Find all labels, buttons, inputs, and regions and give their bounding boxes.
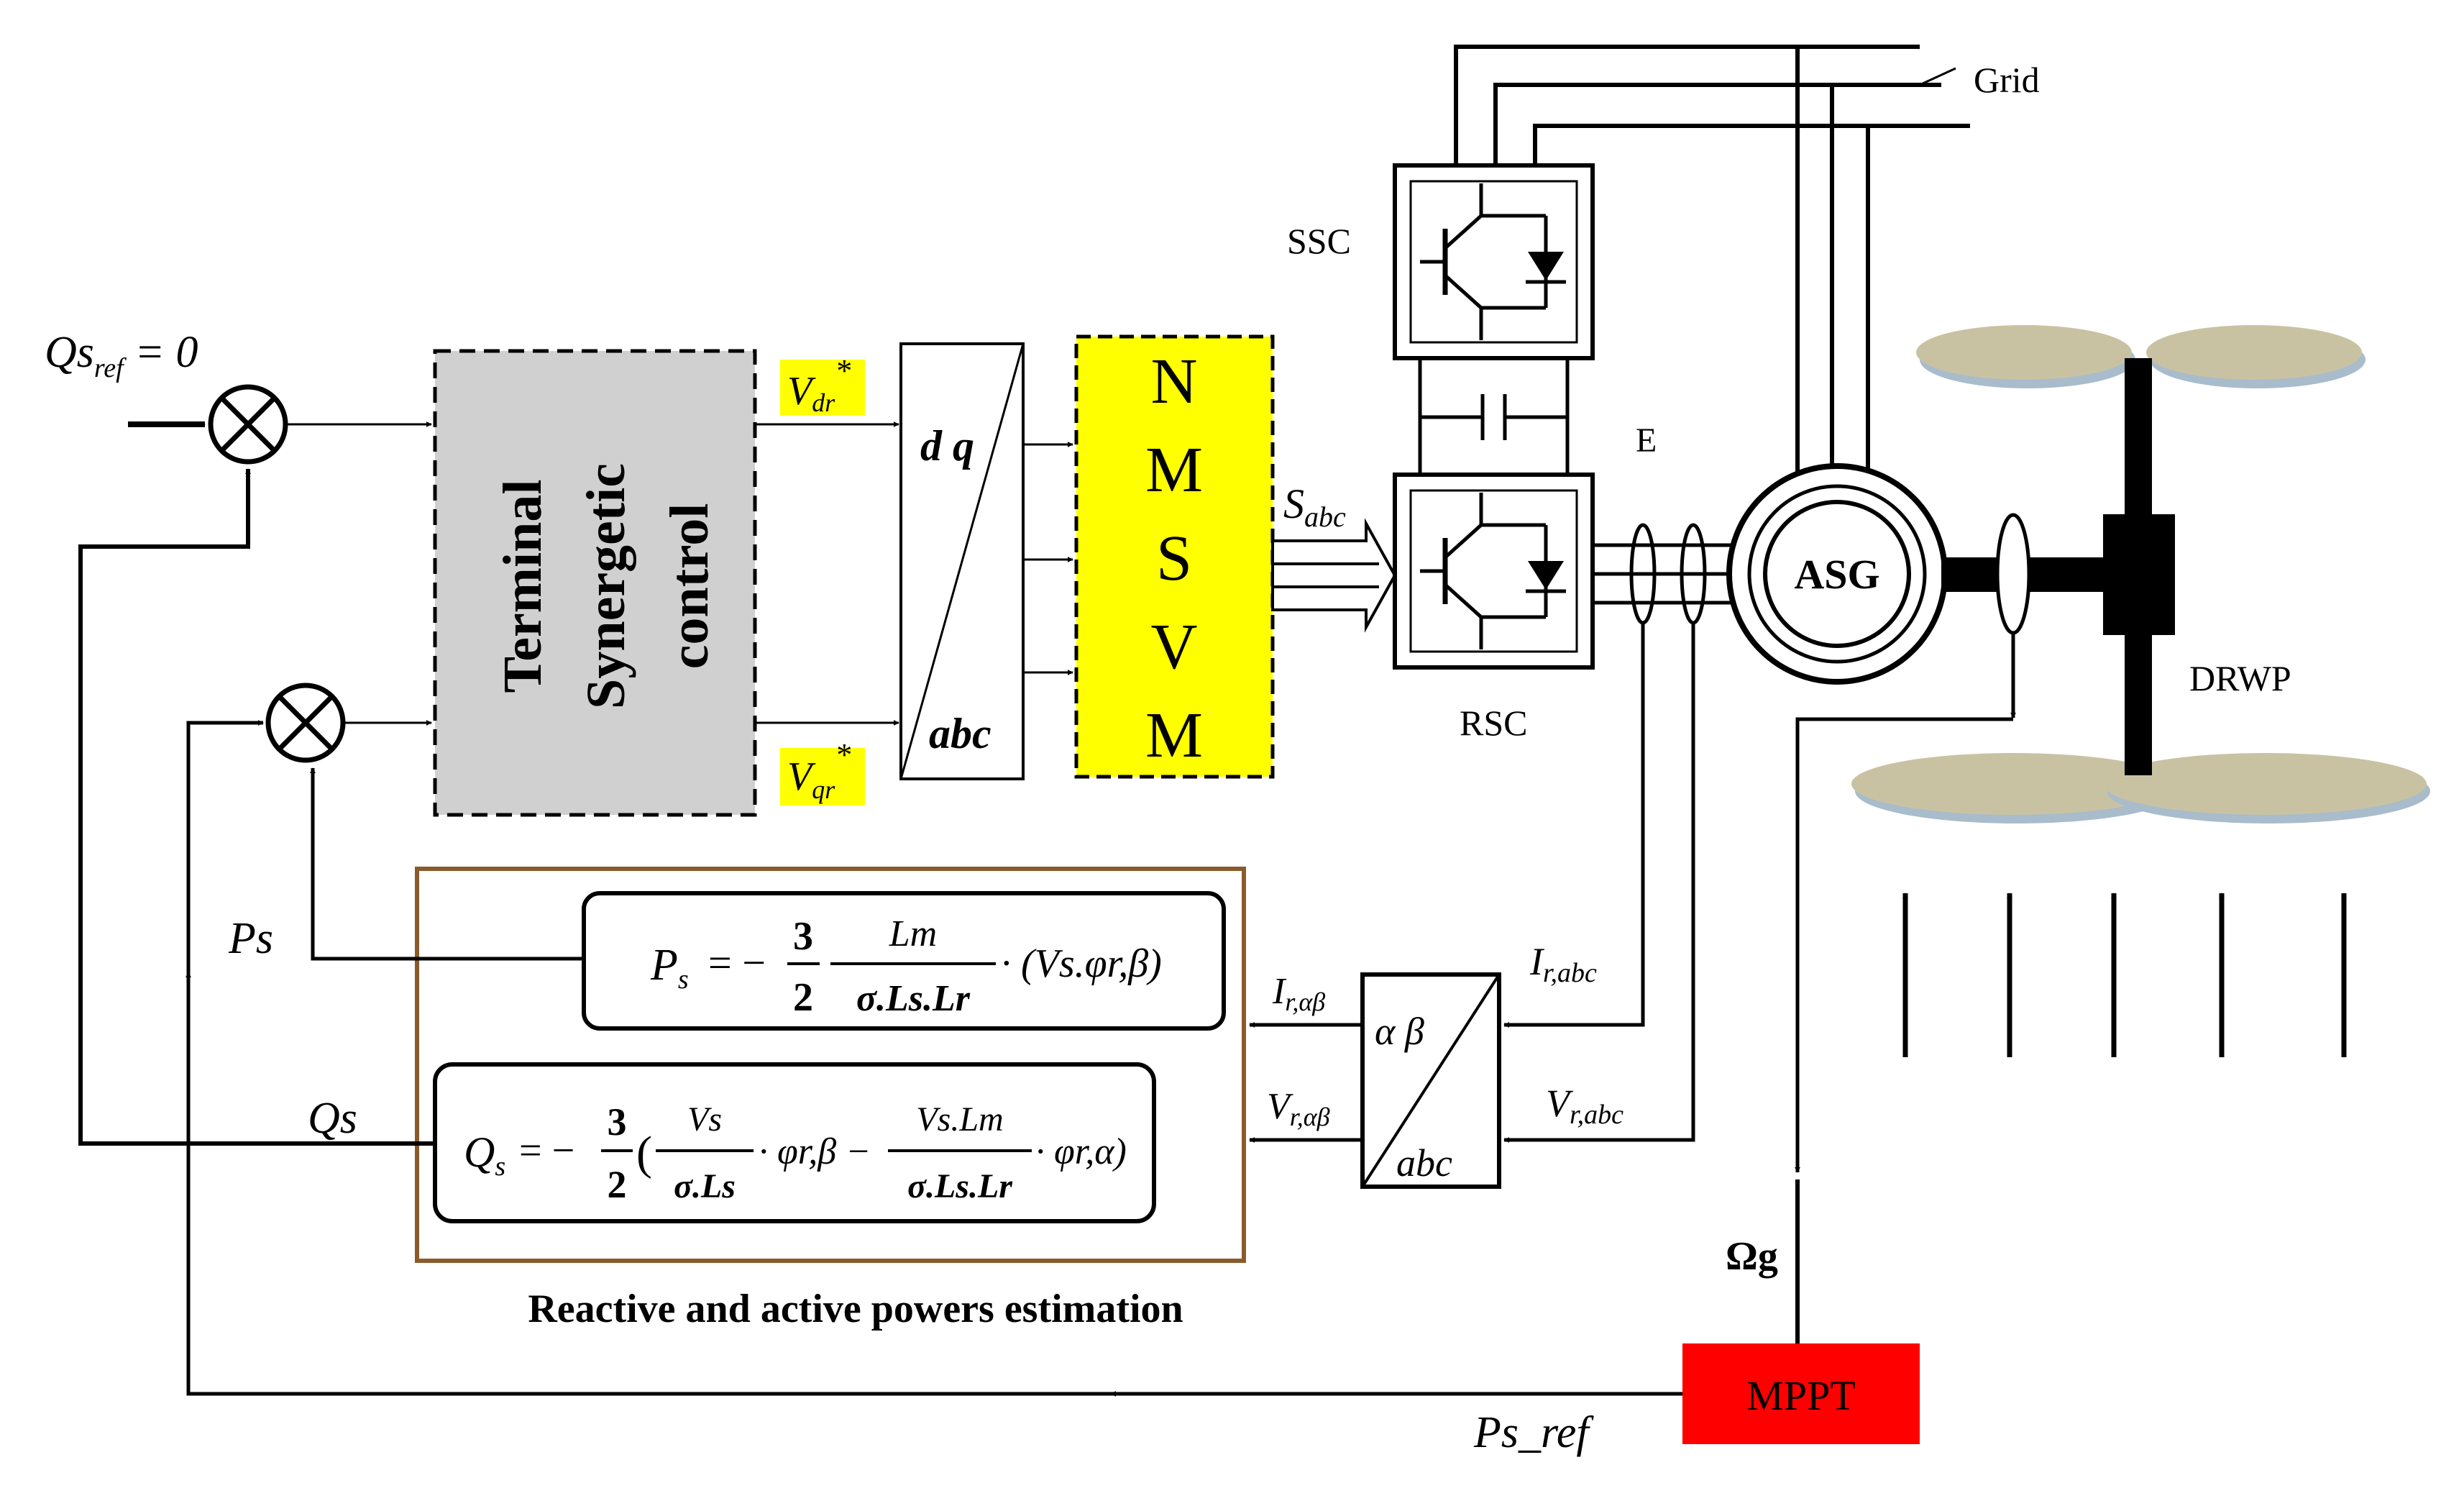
vqr-signal-label: Vqr*: [780, 737, 865, 806]
abc-label: abc: [929, 710, 991, 757]
svg-text:Lm: Lm: [889, 913, 937, 954]
nmsvm-block: N M S V M: [1074, 334, 1275, 779]
summing-junction-p: [265, 683, 346, 763]
ir-abc-label: Ir,abc: [1529, 940, 1597, 988]
ps-ref-to-junction: [186, 720, 264, 972]
rotor-lines: [1593, 543, 1747, 605]
qs-equation: Qs = − 3 2 ( Vs σ.Ls · φr,β − Vs.Lm σ.Ls…: [433, 1062, 1156, 1223]
controller-label-3: control: [659, 503, 720, 670]
svg-text:· φr,α): · φr,α): [1035, 1131, 1127, 1172]
svg-text:Ir,αβ: Ir,αβ: [1272, 971, 1325, 1016]
svg-text:= −: = −: [708, 939, 766, 986]
summing-junction-q: [208, 384, 288, 465]
ir-ab-label: Ir,αβ: [1272, 971, 1325, 1016]
vr-abc-line: [1503, 623, 1695, 1143]
svg-text:Qsref = 0: Qsref = 0: [45, 328, 198, 383]
abc2-label: abc: [1396, 1141, 1452, 1185]
ps-ref-label: Ps_ref: [1473, 1408, 1594, 1457]
sabc-label: Sabc: [1283, 480, 1346, 533]
asg-generator: ASG: [1726, 463, 1948, 685]
svm-letter-3: S: [1156, 523, 1192, 594]
svg-text:σ.Ls.Lr: σ.Ls.Lr: [856, 978, 971, 1019]
mppt-label: MPPT: [1746, 1372, 1856, 1419]
dc-link: [1418, 358, 1570, 475]
svg-text:Vqr*: Vqr*: [787, 737, 851, 804]
grid-label: Grid: [1974, 60, 2040, 100]
svg-text:σ.Ls.Lr: σ.Ls.Lr: [907, 1167, 1013, 1205]
svm-letter-5: M: [1145, 700, 1203, 771]
qs-ref-label: Qsref = 0: [45, 328, 198, 383]
svg-text:· (Vs.φr,β): · (Vs.φr,β): [1001, 941, 1162, 986]
dq-abc-transform: d q abc: [899, 342, 1025, 780]
svg-text:= −: = −: [519, 1128, 574, 1173]
qs-label: Qs: [308, 1094, 357, 1143]
alphabeta-abc-transform: α β abc: [1360, 972, 1501, 1189]
svg-text:2: 2: [793, 975, 813, 1020]
svg-text:3: 3: [793, 914, 813, 959]
svg-text:Ir,abc: Ir,abc: [1529, 940, 1597, 988]
ps-ref-line: [186, 972, 1111, 1396]
vr-abc-label: Vr,abc: [1546, 1082, 1623, 1130]
ps-label: Ps: [228, 914, 273, 963]
svg-text:Vs: Vs: [687, 1100, 722, 1138]
svg-text:Vdr*: Vdr*: [787, 353, 851, 417]
omega-line: [1795, 717, 2013, 1173]
mppt-block: MPPT: [1682, 1343, 1920, 1444]
rsc-converter: [1393, 473, 1595, 670]
terminal-synergetic-controller: Terminal Synergetic control: [433, 349, 757, 817]
ssc-label: SSC: [1287, 221, 1351, 261]
turbine-mast: [2125, 358, 2152, 775]
ir-abc-line: [1503, 623, 1645, 1028]
svg-text:Sabc: Sabc: [1283, 480, 1346, 533]
controller-label-1: Terminal: [493, 480, 553, 693]
svg-text:Ps: Ps: [650, 941, 689, 995]
omega-label: Ωg: [1726, 1234, 1778, 1279]
svg-text:· φr,β −: · φr,β −: [759, 1131, 871, 1172]
vr-ab-label: Vr,αβ: [1267, 1086, 1330, 1131]
svg-text:(: (: [636, 1127, 652, 1179]
vdr-signal-label: Vdr*: [780, 353, 865, 417]
ssc-converter: [1393, 163, 1595, 360]
svg-text:2: 2: [608, 1163, 627, 1206]
svm-letter-4: V: [1151, 611, 1198, 683]
qs-feedback: [78, 468, 435, 1146]
svg-text:σ.Ls: σ.Ls: [674, 1167, 736, 1205]
turbine-blades: [1851, 325, 2430, 823]
ps-equation: Ps = − 3 2 Lm σ.Ls.Lr · (Vs.φr,β): [582, 891, 1226, 1031]
alphabeta-label: α β: [1375, 1010, 1424, 1053]
ps-feedback: [310, 767, 584, 961]
controller-label-2: Synergetic: [576, 463, 636, 709]
svg-text:Vr,αβ: Vr,αβ: [1267, 1086, 1330, 1131]
sabc-arrow: [1271, 518, 1397, 633]
estimation-frame: [415, 867, 1246, 1263]
wind-arrows: [1902, 893, 2347, 1057]
grid-lines: [1454, 45, 1970, 475]
asg-label: ASG: [1794, 551, 1879, 598]
drwp-label: DRWP: [2189, 658, 2291, 698]
rsc-label: RSC: [1460, 703, 1528, 743]
estimation-caption: Reactive and active powers estimation: [528, 1287, 1183, 1331]
svg-text:Qs: Qs: [464, 1128, 505, 1182]
svg-text:Vr,abc: Vr,abc: [1546, 1082, 1623, 1130]
svg-text:3: 3: [608, 1100, 627, 1144]
svm-letter-1: N: [1151, 346, 1198, 417]
svg-text:Vs.Lm: Vs.Lm: [916, 1100, 1003, 1138]
dc-link-label: E: [1636, 421, 1657, 460]
svm-letter-2: M: [1145, 434, 1203, 506]
dq-label: d q: [920, 422, 974, 470]
